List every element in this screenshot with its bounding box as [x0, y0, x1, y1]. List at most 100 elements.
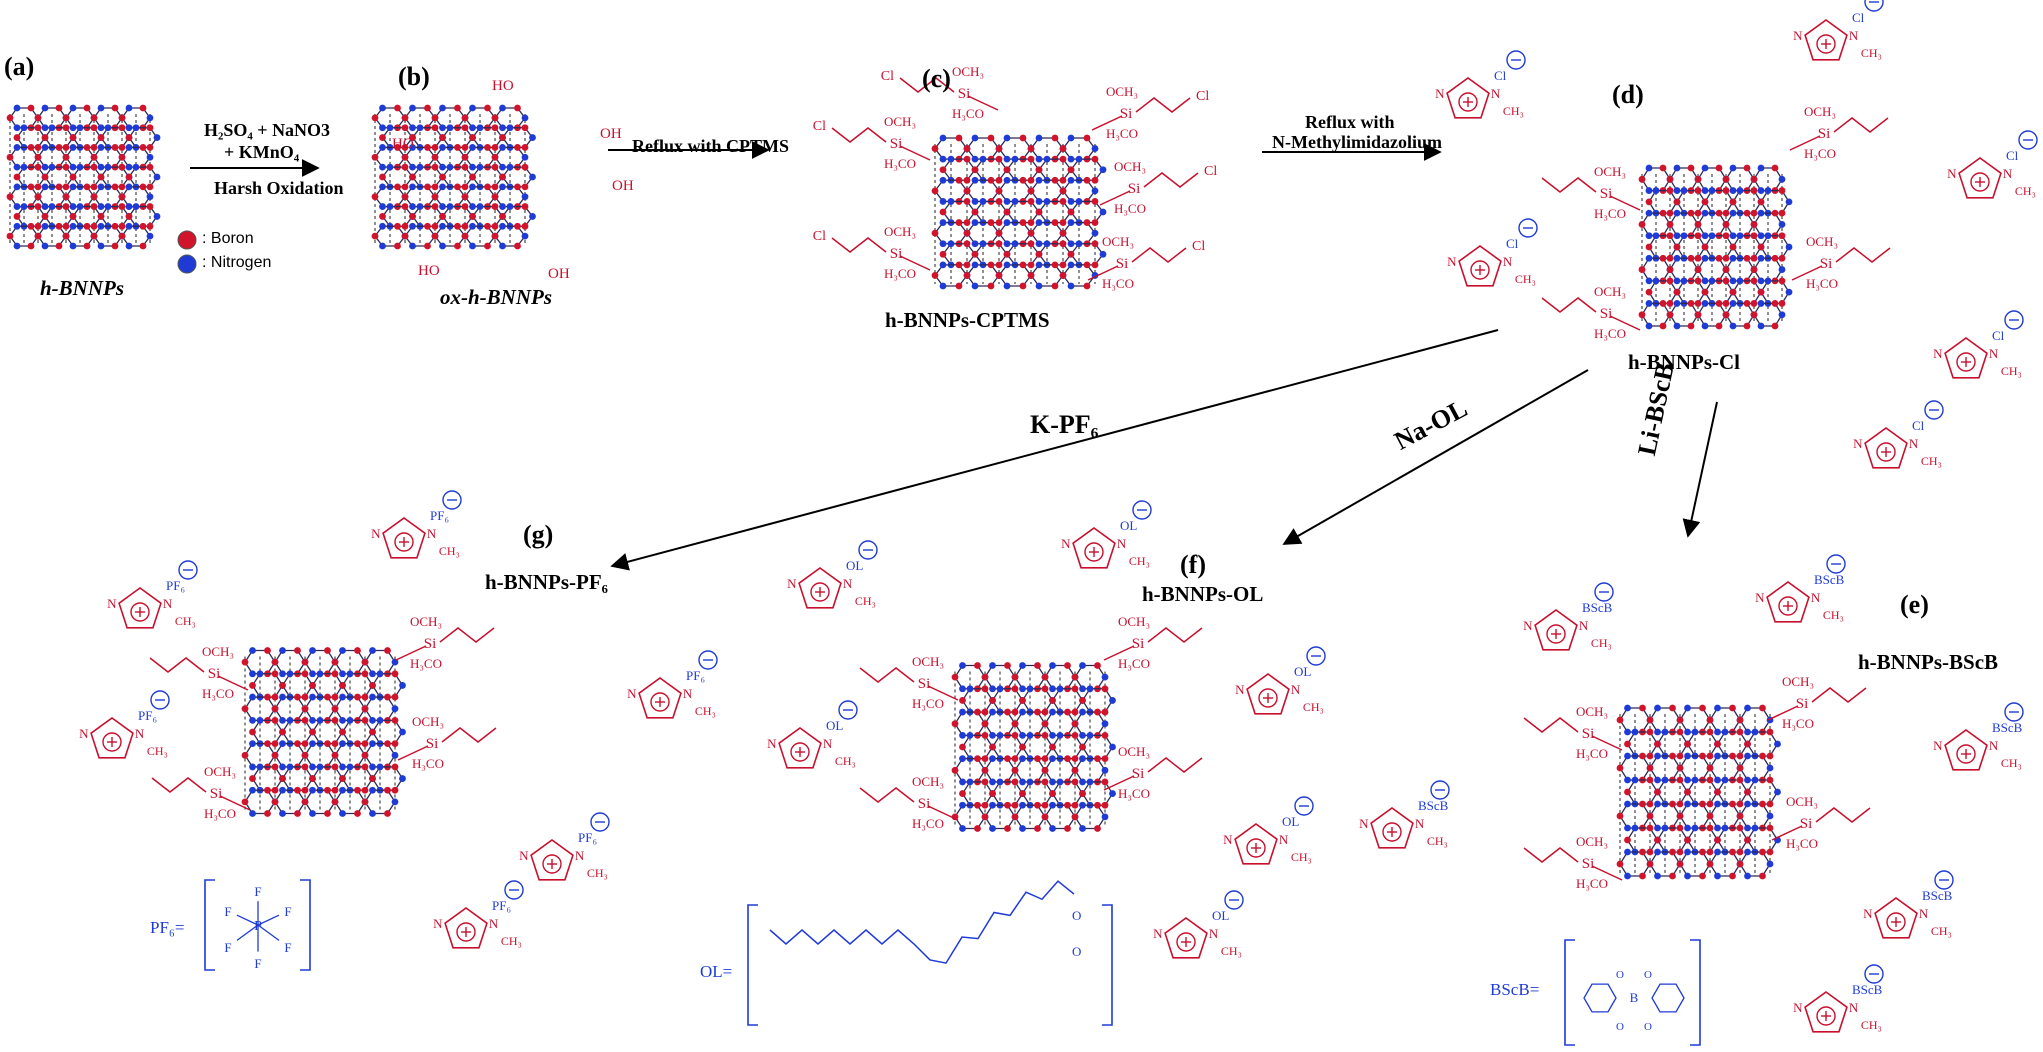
boron-atom — [1091, 198, 1099, 205]
boron-atom — [521, 163, 529, 171]
boron-atom — [241, 798, 249, 806]
nitrogen-atom — [1691, 776, 1699, 784]
cptms-label: Reflux with CPTMS — [632, 136, 789, 156]
boron-atom — [1064, 801, 1071, 809]
nitrogen-atom — [1714, 824, 1721, 832]
boron-atom — [1699, 704, 1706, 712]
nitrogen-atom — [1764, 232, 1772, 240]
methoxy-label: OCH₃ — [410, 614, 442, 629]
methoxy-label: H₃CO — [1106, 126, 1138, 141]
nitrogen-label: N — [1435, 86, 1445, 101]
nitrogen-atom — [1003, 240, 1011, 248]
nitrogen-atom — [1043, 240, 1051, 248]
boron-atom — [1094, 755, 1101, 763]
nitrogen-atom — [1086, 731, 1094, 739]
nitrogen-atom — [996, 731, 1004, 739]
nitrogen-atom — [1729, 187, 1737, 194]
boron-atom — [1743, 254, 1751, 262]
nitrogen-atom — [409, 242, 416, 250]
boron-atom — [264, 740, 271, 748]
boron-atom — [1778, 300, 1786, 307]
boron-atom — [491, 203, 499, 210]
nitrogen-label: N — [1811, 590, 1821, 605]
nitrogen-atom — [1019, 801, 1026, 809]
boron-atom — [309, 682, 316, 689]
nitrogen-atom — [132, 124, 140, 132]
nitrogen-label: N — [627, 686, 637, 701]
boron-atom — [271, 786, 279, 794]
nitrogen-atom — [1049, 778, 1056, 786]
boron-atom — [371, 232, 379, 240]
boron-atom — [1706, 812, 1714, 820]
boron-atom — [1666, 277, 1674, 285]
boron-atom — [1071, 673, 1079, 681]
cation-charge-icon — [1876, 442, 1896, 462]
nitrogen-atom — [1631, 776, 1639, 784]
methoxy-label: OCH₃ — [1786, 794, 1818, 809]
boron-atom — [118, 144, 126, 151]
si-o-bond — [1103, 775, 1135, 791]
boron-atom — [401, 163, 409, 171]
nitrogen-atom — [376, 763, 384, 771]
boron-atom — [1083, 176, 1091, 184]
imidazole-ring — [1874, 897, 1918, 939]
boron-atom — [391, 693, 399, 701]
chain-end-label: Cl — [1196, 89, 1209, 104]
imidazole-ring — [798, 567, 842, 609]
boron-atom — [431, 144, 439, 151]
hexagon-ring — [991, 688, 1024, 713]
nitrogen-atom — [1680, 277, 1688, 285]
boron-atom — [27, 183, 35, 191]
boron-atom — [13, 173, 21, 181]
boron-atom — [1687, 300, 1695, 307]
nitrogen-atom — [521, 193, 529, 201]
boron-atom — [249, 682, 256, 689]
boron-atom — [431, 222, 439, 230]
hexagon-ring — [961, 734, 994, 760]
boron-atom — [1079, 697, 1086, 704]
boron-atom — [34, 183, 42, 191]
nitrogen-atom — [1766, 860, 1774, 868]
boron-atom — [431, 203, 439, 210]
hexagon-ring — [251, 766, 284, 791]
boron-atom — [1729, 243, 1737, 251]
boron-atom — [484, 144, 491, 151]
si-o-bond — [1591, 865, 1623, 881]
boron-atom — [439, 173, 446, 181]
nitrogen-atom — [1785, 198, 1793, 206]
hexagon-ring — [251, 719, 284, 745]
hexagon-ring — [1081, 734, 1114, 760]
boron-atom — [361, 798, 369, 806]
nitrogen-label: N — [1523, 618, 1533, 633]
boron-atom — [62, 163, 70, 171]
boron-atom — [1041, 801, 1049, 809]
nitrogen-atom — [966, 778, 974, 786]
nitrogen-atom — [76, 163, 84, 171]
boron-atom — [62, 222, 70, 230]
boron-atom — [491, 144, 499, 151]
boron-atom — [354, 647, 361, 654]
nitrogen-atom — [286, 763, 294, 771]
nitrogen-atom — [1049, 708, 1056, 716]
boron-atom — [1091, 240, 1099, 248]
si-o-bond — [1791, 265, 1823, 281]
anion-charge-icon — [2004, 310, 2024, 330]
nitrogen-atom — [1744, 704, 1751, 712]
nitrogen-atom — [1079, 731, 1086, 739]
boron-atom — [454, 183, 461, 191]
boron-atom — [1041, 673, 1049, 681]
nitrogen-atom — [1035, 219, 1043, 226]
boron-atom — [69, 173, 77, 181]
hexagon-ring — [341, 766, 374, 791]
boron-atom — [1759, 704, 1766, 712]
name-g: h-BNNPs-PF₆ — [485, 570, 608, 594]
boron-atom — [1666, 254, 1674, 262]
nitrogen-atom — [1654, 872, 1661, 880]
nitrogen-atom — [369, 786, 376, 794]
boron-atom — [963, 219, 971, 226]
boron-atom — [1059, 272, 1067, 279]
nitrogen-atom — [476, 203, 484, 210]
nitrogen-atom — [1075, 240, 1083, 248]
nitrogen-atom — [97, 144, 105, 151]
boron-atom — [271, 763, 279, 771]
